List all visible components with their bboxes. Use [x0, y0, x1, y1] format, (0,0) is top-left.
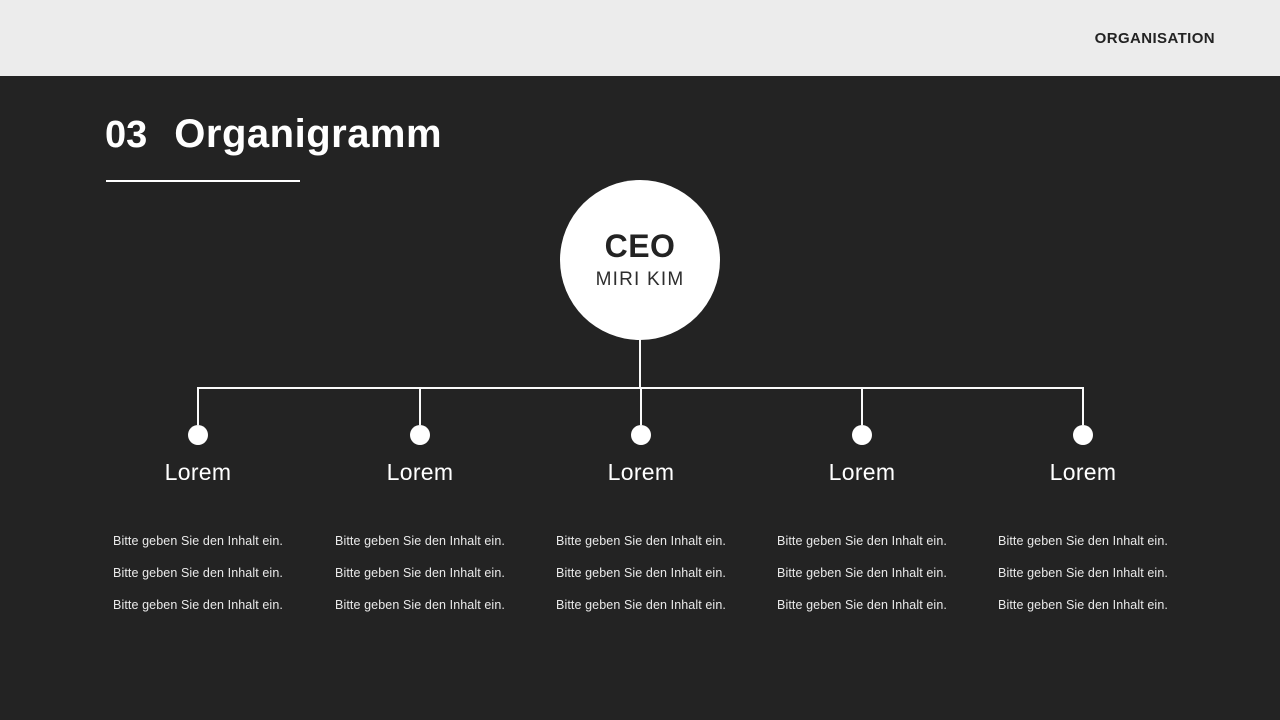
node-dot: [852, 425, 872, 445]
org-column-3: Lorem Bitte geben Sie den Inhalt ein. Bi…: [526, 387, 756, 637]
slide-title-text: Organigramm: [174, 112, 443, 156]
slide-number: 03: [105, 114, 148, 156]
ceo-name-label: MIRI KIM: [595, 268, 685, 290]
node-dot: [410, 425, 430, 445]
topbar: ORGANISATION: [0, 0, 1280, 76]
connector-drop-line: [640, 387, 642, 425]
placeholder-text-line: Bitte geben Sie den Inhalt ein.: [335, 566, 505, 580]
placeholder-text-line: Bitte geben Sie den Inhalt ein.: [113, 534, 283, 548]
org-column-5: Lorem Bitte geben Sie den Inhalt ein. Bi…: [968, 387, 1198, 637]
node-dot: [631, 425, 651, 445]
title-underline: [106, 180, 300, 182]
org-column-body: Bitte geben Sie den Inhalt ein. Bitte ge…: [305, 532, 535, 628]
org-column-title: Lorem: [1049, 459, 1117, 485]
org-column-body: Bitte geben Sie den Inhalt ein. Bitte ge…: [747, 532, 977, 628]
placeholder-text-line: Bitte geben Sie den Inhalt ein.: [777, 534, 947, 548]
placeholder-text-line: Bitte geben Sie den Inhalt ein.: [777, 598, 947, 612]
placeholder-text-line: Bitte geben Sie den Inhalt ein.: [113, 598, 283, 612]
placeholder-text-line: Bitte geben Sie den Inhalt ein.: [998, 534, 1168, 548]
org-column-2: Lorem Bitte geben Sie den Inhalt ein. Bi…: [305, 387, 535, 637]
ceo-role-label: CEO: [604, 228, 676, 265]
placeholder-text-line: Bitte geben Sie den Inhalt ein.: [113, 566, 283, 580]
connector-drop-line: [861, 387, 863, 425]
connector-drop-line: [197, 387, 199, 425]
topbar-section-label: ORGANISATION: [1094, 29, 1215, 47]
placeholder-text-line: Bitte geben Sie den Inhalt ein.: [556, 598, 726, 612]
placeholder-text-line: Bitte geben Sie den Inhalt ein.: [335, 598, 505, 612]
node-dot: [1073, 425, 1093, 445]
slide-title: 03 Organigramm: [105, 112, 442, 157]
placeholder-text-line: Bitte geben Sie den Inhalt ein.: [998, 598, 1168, 612]
placeholder-text-line: Bitte geben Sie den Inhalt ein.: [998, 566, 1168, 580]
org-column-title: Lorem: [828, 459, 896, 485]
placeholder-text-line: Bitte geben Sie den Inhalt ein.: [556, 534, 726, 548]
org-column-1: Lorem Bitte geben Sie den Inhalt ein. Bi…: [83, 387, 313, 637]
org-node-ceo: CEO MIRI KIM: [560, 180, 720, 340]
placeholder-text-line: Bitte geben Sie den Inhalt ein.: [777, 566, 947, 580]
org-column-4: Lorem Bitte geben Sie den Inhalt ein. Bi…: [747, 387, 977, 637]
org-column-title: Lorem: [164, 459, 232, 485]
org-column-title: Lorem: [607, 459, 675, 485]
placeholder-text-line: Bitte geben Sie den Inhalt ein.: [556, 566, 726, 580]
connector-drop-line: [1082, 387, 1084, 425]
node-dot: [188, 425, 208, 445]
org-column-body: Bitte geben Sie den Inhalt ein. Bitte ge…: [968, 532, 1198, 628]
placeholder-text-line: Bitte geben Sie den Inhalt ein.: [335, 534, 505, 548]
org-column-body: Bitte geben Sie den Inhalt ein. Bitte ge…: [526, 532, 756, 628]
org-column-body: Bitte geben Sie den Inhalt ein. Bitte ge…: [83, 532, 313, 628]
org-column-title: Lorem: [386, 459, 454, 485]
connector-drop-line: [419, 387, 421, 425]
connector-ceo-stem: [639, 340, 641, 388]
